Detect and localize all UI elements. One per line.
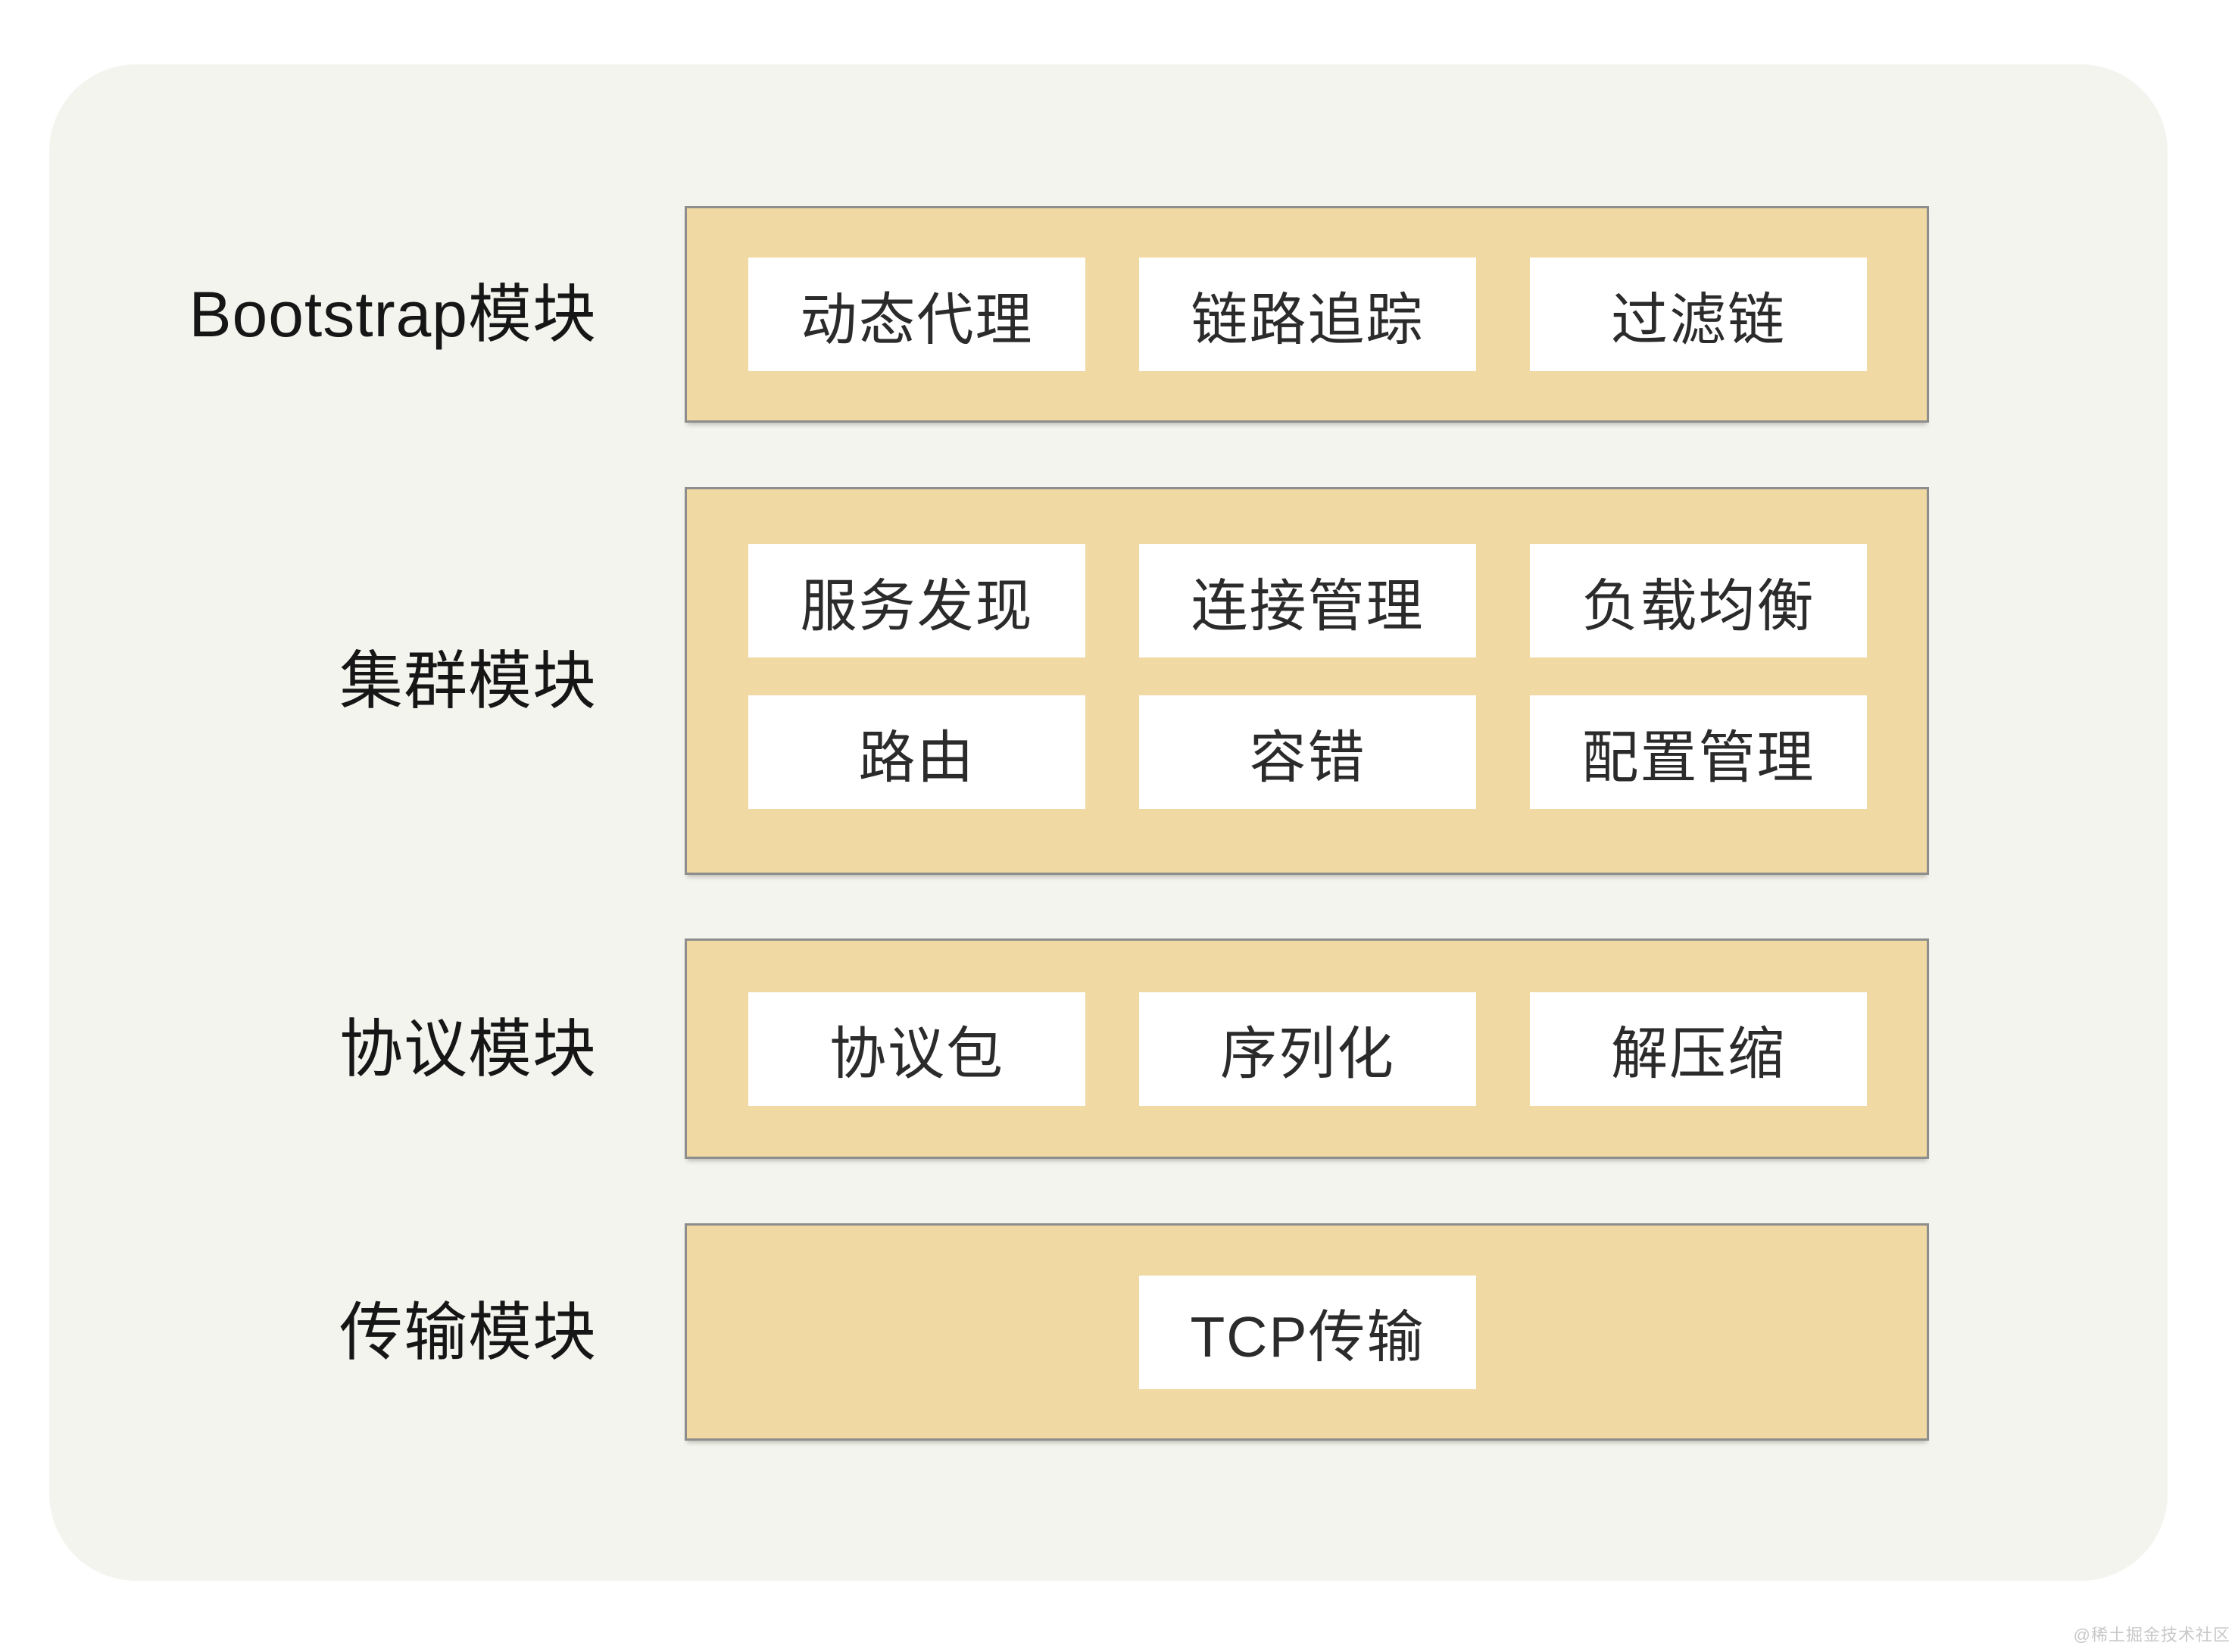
module-box-routing: 路由 xyxy=(748,695,1085,809)
module-box-protocol-packet: 协议包 xyxy=(748,992,1085,1106)
module-box-config-management: 配置管理 xyxy=(1530,695,1867,809)
module-box-connection-management: 连接管理 xyxy=(1139,544,1476,657)
module-box-load-balancing: 负载均衡 xyxy=(1530,544,1867,657)
juejin-watermark: @稀土掘金技术社区 xyxy=(2073,1625,2230,1644)
row-label-protocol-module: 协议模块 xyxy=(339,1013,597,1085)
module-box-link-tracing: 链路追踪 xyxy=(1139,258,1476,371)
module-box-fault-tolerance: 容错 xyxy=(1139,695,1476,809)
band-transport-module: TCP传输 xyxy=(685,1223,1929,1441)
module-box-dynamic-proxy: 动态代理 xyxy=(748,258,1085,371)
module-box-tcp-transport: TCP传输 xyxy=(1139,1275,1476,1389)
row-label-cluster-module: 集群模块 xyxy=(339,645,597,717)
module-box-filter-chain: 过滤链 xyxy=(1530,258,1867,371)
module-box-serialization: 序列化 xyxy=(1139,992,1476,1106)
module-box-service-discovery: 服务发现 xyxy=(748,544,1085,657)
row-label-transport-module: 传输模块 xyxy=(339,1297,597,1368)
band-protocol-module: 协议包 序列化 解压缩 xyxy=(685,938,1929,1159)
band-cluster-module: 服务发现 连接管理 负载均衡 路由 容错 配置管理 xyxy=(685,487,1929,875)
row-label-bootstrap-module: Bootstrap模块 xyxy=(189,279,597,350)
module-box-decompression: 解压缩 xyxy=(1530,992,1867,1106)
band-bootstrap-module: 动态代理 链路追踪 过滤链 xyxy=(685,206,1929,423)
